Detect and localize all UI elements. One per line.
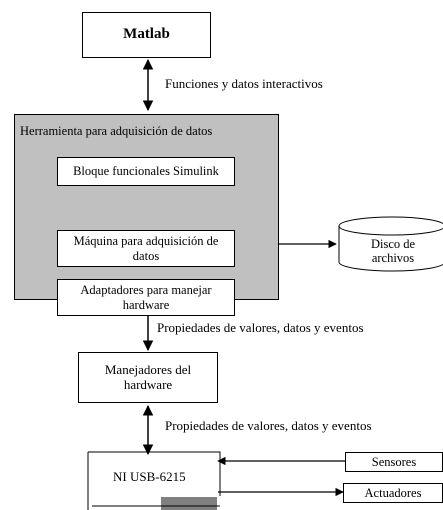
sensors-box: Sensores — [345, 452, 443, 472]
engine-box: Máquina para adquisición de datos — [57, 230, 235, 267]
actuators-box: Actuadores — [343, 483, 443, 503]
disk-label: Disco de archivos — [370, 237, 416, 266]
matlab-label: Matlab — [123, 26, 170, 43]
device-label: NI USB-6215 — [113, 469, 186, 484]
actuators-label: Actuadores — [364, 485, 422, 500]
adapters-label: Adaptadores para manejar hardware — [80, 283, 212, 312]
adapters-box: Adaptadores para manejar hardware — [57, 279, 235, 316]
matlab-box: Matlab — [82, 12, 211, 58]
sensors-label: Sensores — [371, 454, 417, 469]
edge-label-matlab-toolbox: Funciones y datos interactivos — [165, 76, 323, 91]
simulink-label: Bloque funcionales Simulink — [73, 164, 219, 179]
drivers-label: Manejadores del hardware — [104, 361, 192, 392]
simulink-box: Bloque funcionales Simulink — [57, 157, 235, 186]
drivers-box: Manejadores del hardware — [78, 352, 218, 403]
device-board — [87, 451, 221, 510]
edge-label-drivers-device: Propiedades de valores, datos y eventos — [165, 418, 372, 433]
toolbox-container — [14, 114, 279, 300]
engine-label: Máquina para adquisición de datos — [73, 234, 219, 263]
disk-cylinder — [338, 216, 443, 272]
edge-label-toolbox-drivers: Propiedades de valores, datos y eventos — [157, 320, 364, 335]
toolbox-title: Herramienta para adquisición de datos — [20, 124, 213, 138]
